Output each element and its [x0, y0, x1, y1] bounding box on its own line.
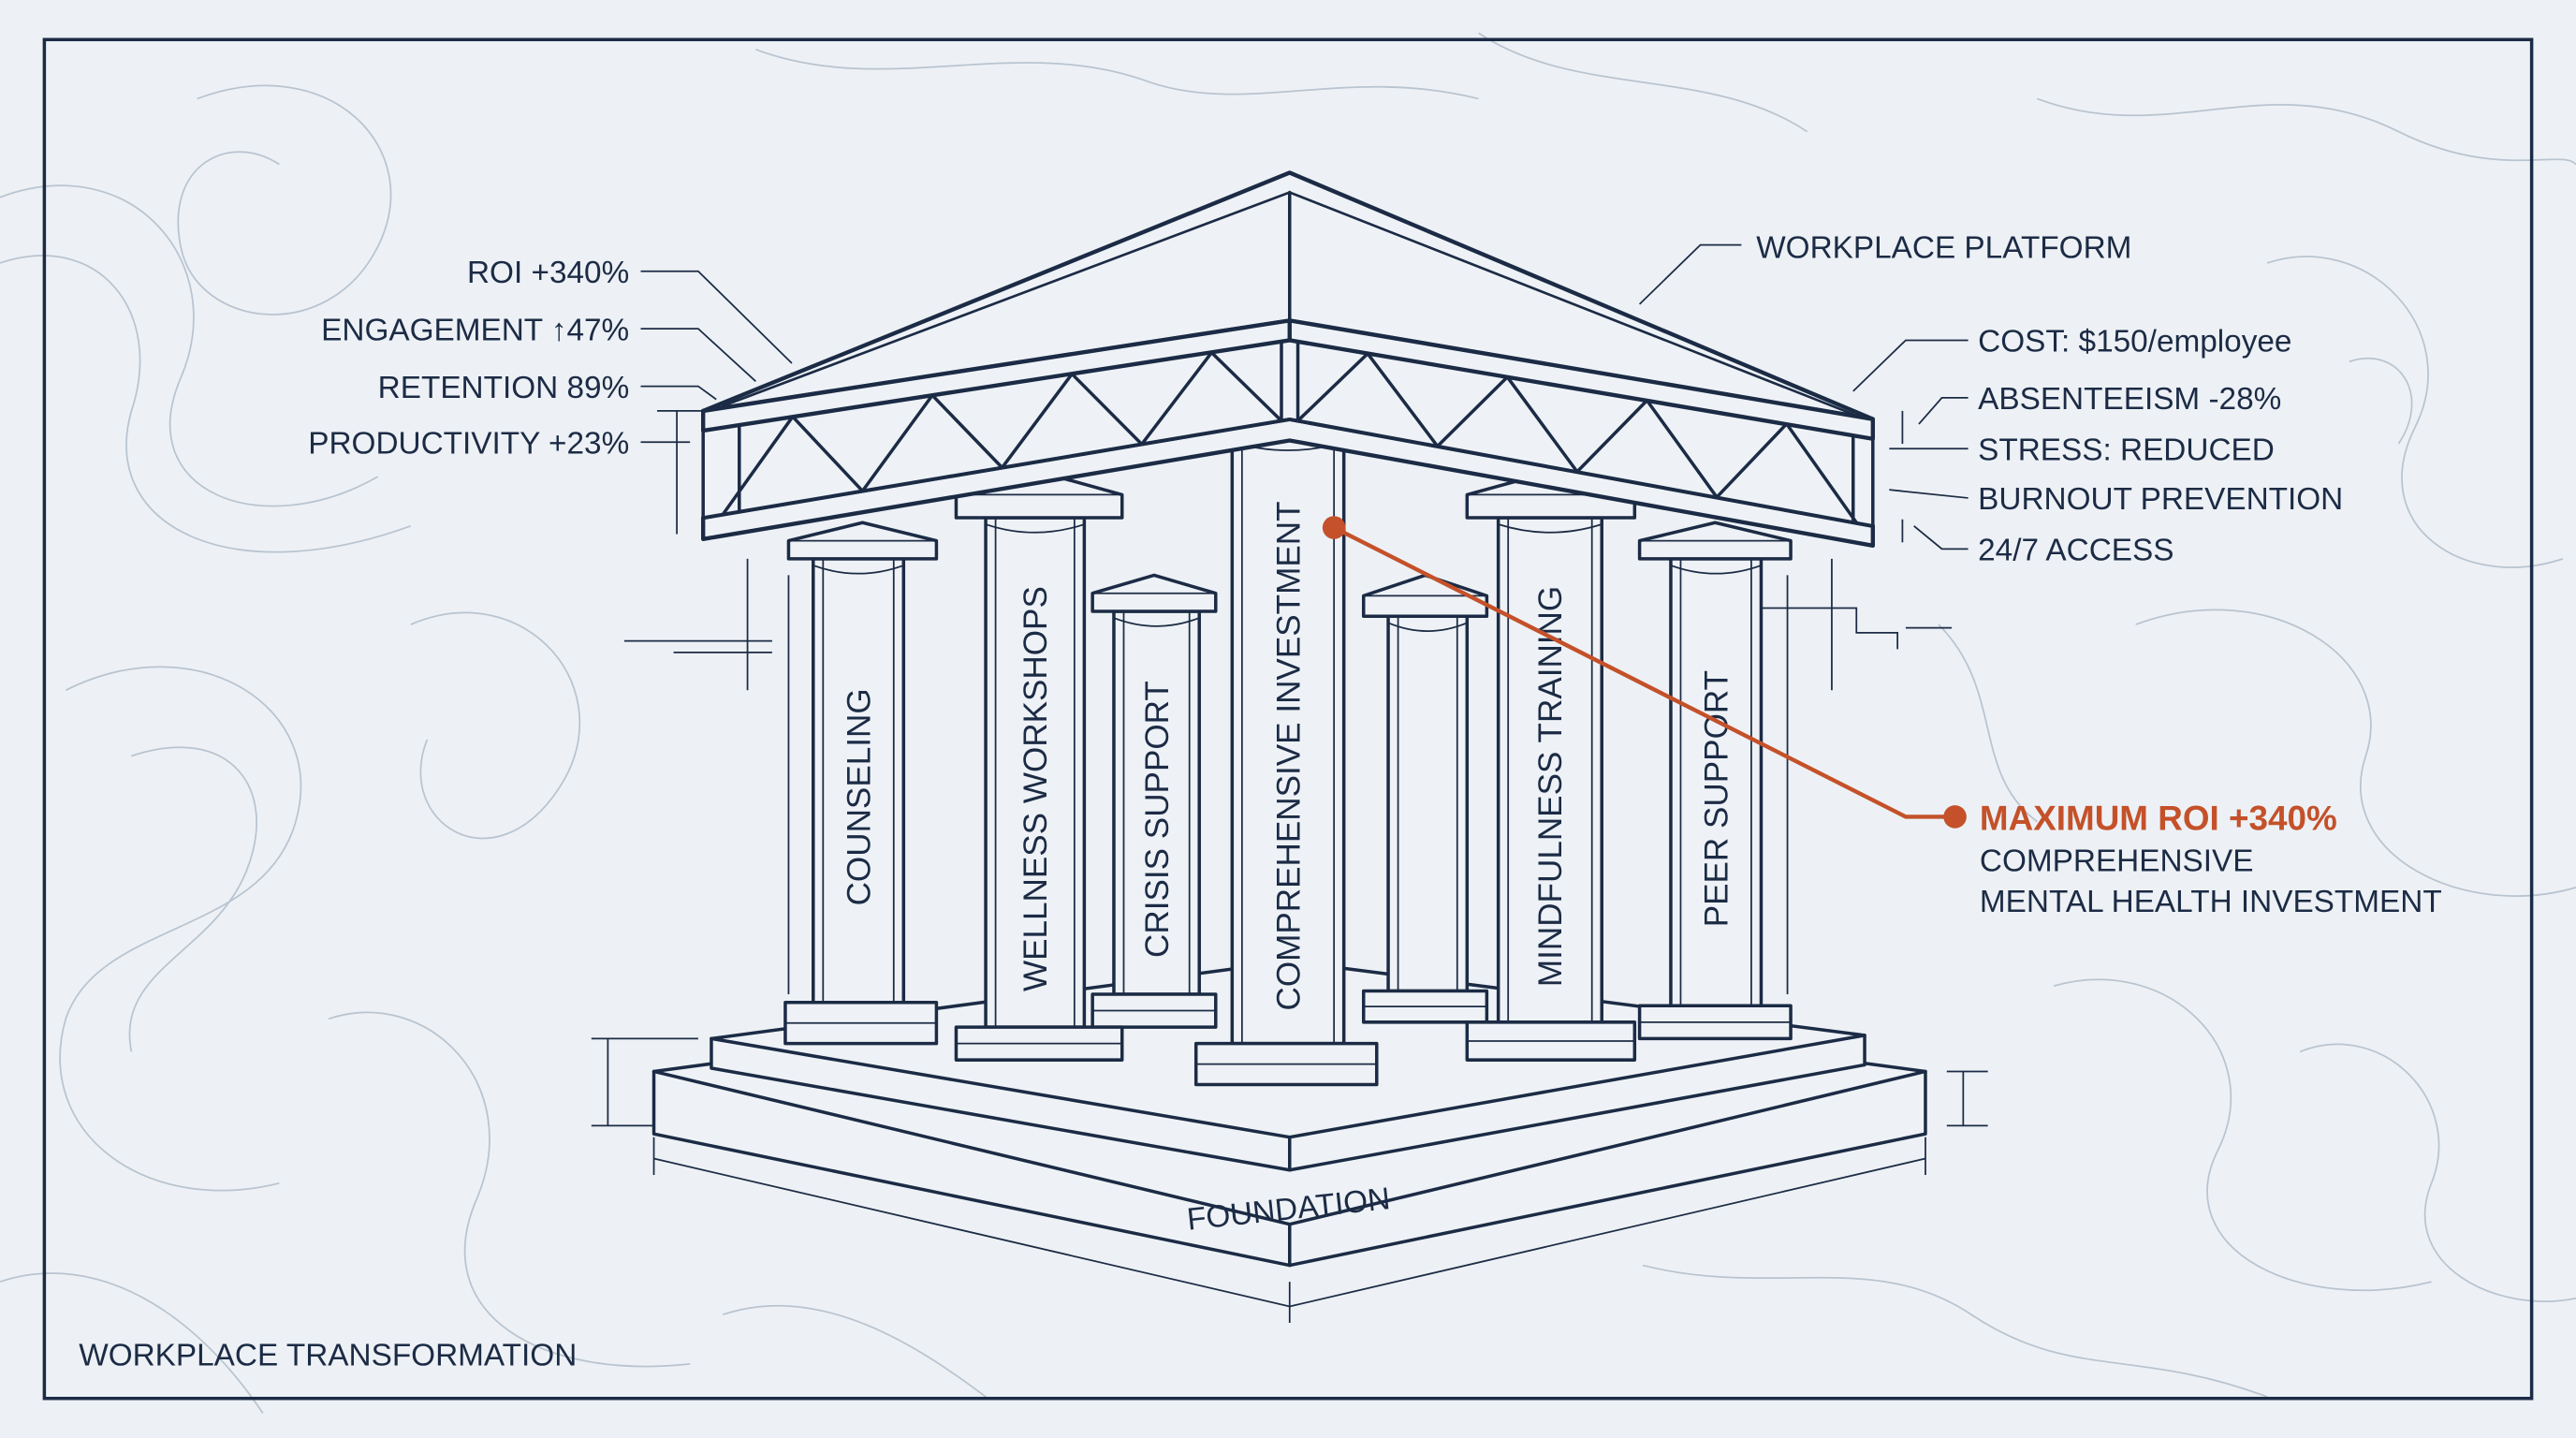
pillar-rear: [1361, 573, 1489, 1024]
frame-border: [42, 37, 2534, 1401]
left-metrics: ROI +340% ENGAGEMENT ↑47% RETENTION 89% …: [308, 256, 793, 462]
roi-callout: MAXIMUM ROI +340% COMPREHENSIVE MENTAL H…: [1322, 516, 2442, 919]
pillar-label: COMPREHENSIVE INVESTMENT: [1270, 501, 1307, 1010]
topographic-background: [0, 32, 2576, 1415]
truss-zigzag: [1295, 351, 1859, 525]
metric-engagement: ENGAGEMENT ↑47%: [321, 313, 629, 347]
callout-line-1: COMPREHENSIVE: [1980, 844, 2254, 878]
pillar-label: PEER SUPPORT: [1698, 670, 1734, 927]
metric-burnout: BURNOUT PREVENTION: [1978, 482, 2343, 517]
callout-dot-start: [1322, 516, 1346, 539]
metric-roi: ROI +340%: [467, 256, 629, 290]
page-title: WORKPLACE TRANSFORMATION: [79, 1339, 577, 1373]
metric-absenteeism: ABSENTEEISM -28%: [1978, 382, 2281, 417]
pillar-counseling: COUNSELING: [783, 521, 939, 1046]
pillar-wellness-workshops: WELLNESS WORKSHOPS: [954, 470, 1124, 1062]
metric-stress: STRESS: REDUCED: [1978, 433, 2275, 468]
callout-dot-end: [1943, 805, 1967, 829]
columns: CRISIS SUPPORT COUNSELING PEER SUPPORT WELL…: [783, 379, 1793, 1087]
pillar-label: WELLNESS WORKSHOPS: [1017, 586, 1054, 991]
pillar-label: CRISIS SUPPORT: [1139, 681, 1176, 958]
pillar-mindfulness-training: MINDFULNESS TRAINING: [1465, 470, 1637, 1062]
truss-zigzag: [721, 350, 1283, 517]
dimension-lines: [591, 410, 1988, 1323]
pillar-label: MINDFULNESS TRAINING: [1532, 586, 1569, 987]
metric-retention: RETENTION 89%: [378, 371, 630, 405]
pillar-crisis-support: CRISIS SUPPORT: [1090, 573, 1218, 1029]
metric-productivity: PRODUCTIVITY +23%: [308, 427, 629, 462]
callout-line-2: MENTAL HEALTH INVESTMENT: [1980, 885, 2442, 919]
pillar-label: COUNSELING: [841, 688, 877, 905]
right-metrics: WORKPLACE PLATFORM COST: $150/employee A…: [1638, 231, 2343, 568]
roof-platform: [700, 170, 1876, 549]
metric-access: 24/7 ACCESS: [1978, 534, 2174, 568]
roof-label: WORKPLACE PLATFORM: [1756, 231, 2131, 266]
pillar-peer-support: PEER SUPPORT: [1637, 521, 1793, 1041]
callout-headline: MAXIMUM ROI +340%: [1980, 799, 2337, 837]
metric-cost: COST: $150/employee: [1978, 325, 2291, 360]
